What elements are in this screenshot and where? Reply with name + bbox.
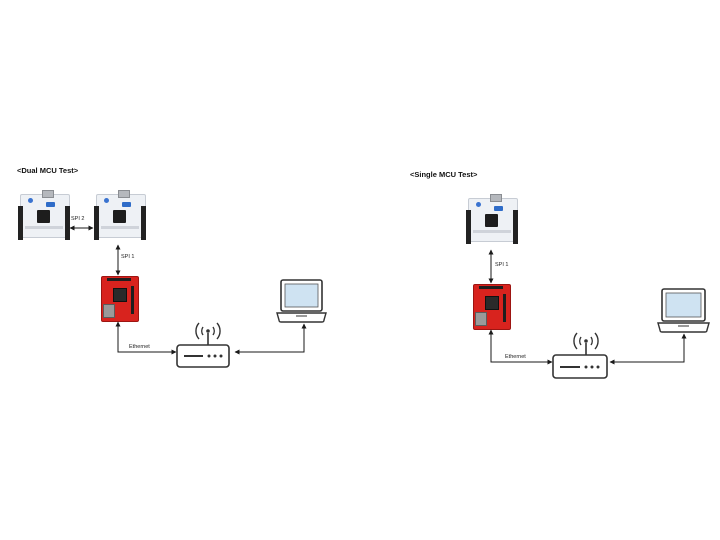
nucleo-board-icon: [16, 190, 72, 244]
spi1-label: SPI 1: [495, 262, 509, 268]
spi2-label: SPI 2: [71, 216, 85, 222]
laptop-icon: [276, 279, 327, 323]
nucleo-board-icon: [464, 194, 520, 248]
dual-mcu-title: <Dual MCU Test>: [17, 166, 79, 175]
nucleo-board-icon: [92, 190, 148, 244]
router-icon: [552, 332, 608, 379]
ethernet-shield-icon: [473, 284, 511, 330]
laptop-icon: [657, 288, 710, 333]
router-icon: [176, 322, 230, 368]
single-mcu-title: <Single MCU Test>: [410, 170, 478, 179]
spi1-label: SPI 1: [121, 254, 135, 260]
